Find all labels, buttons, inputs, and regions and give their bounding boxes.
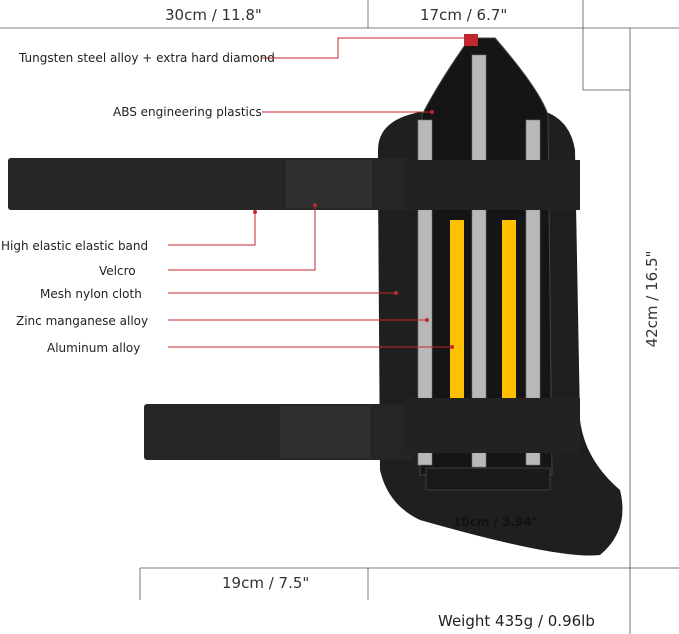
weight-text: Weight 435g / 0.96lb <box>438 612 595 630</box>
label-elastic-band: High elastic elastic band <box>1 239 149 253</box>
dimension-height: 42cm / 16.5" <box>643 250 661 348</box>
aluminum-rail-left <box>450 220 464 420</box>
label-aluminum: Aluminum alloy <box>47 341 141 355</box>
dimension-inner-width: 10cm / 3.94" <box>453 515 538 529</box>
aluminum-rail-right <box>502 220 516 420</box>
dimension-top-left: 30cm / 11.8" <box>165 6 262 24</box>
frame-base <box>425 467 551 491</box>
label-mesh-nylon: Mesh nylon cloth <box>40 287 142 301</box>
label-abs: ABS engineering plastics <box>113 105 262 119</box>
label-tungsten: Tungsten steel alloy + extra hard diamon… <box>19 51 275 65</box>
tungsten-tip <box>464 34 478 46</box>
label-velcro: Velcro <box>99 264 136 278</box>
dimension-top-right: 17cm / 6.7" <box>420 6 508 24</box>
dimension-bottom: 19cm / 7.5" <box>222 574 310 592</box>
leader-lines <box>168 37 466 348</box>
lower-strap <box>144 404 414 460</box>
label-zinc-manganese: Zinc manganese alloy <box>16 314 149 328</box>
frame-straps <box>405 160 580 453</box>
